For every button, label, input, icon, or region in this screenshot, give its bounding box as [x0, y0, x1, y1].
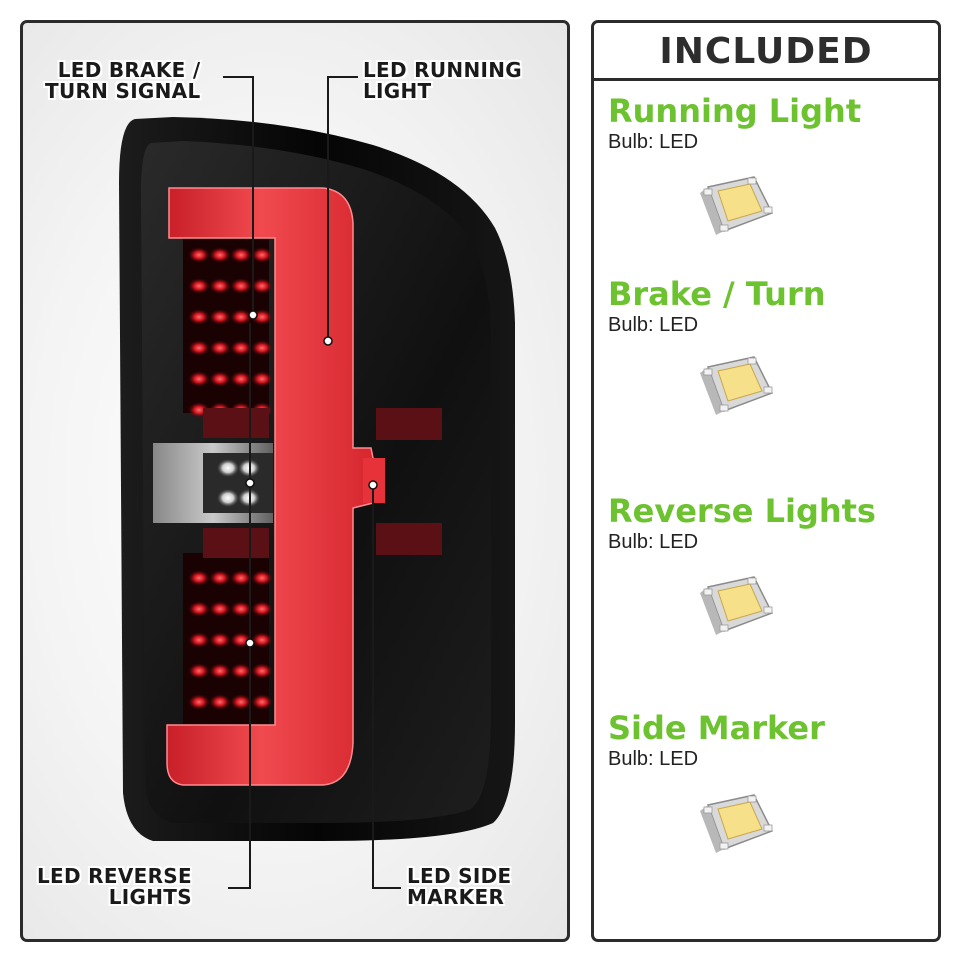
led-chip-icon — [700, 176, 774, 235]
included-item-brake-turn: Brake / Turn Bulb: LED — [608, 276, 938, 336]
callout-running-light: LED RUNNING LIGHT — [363, 60, 522, 102]
bulb-label: Bulb: — [608, 531, 654, 553]
included-item-running-light: Running Light Bulb: LED — [608, 93, 938, 153]
led-dot — [188, 247, 210, 263]
led-dot — [230, 309, 252, 325]
included-item-reverse-lights: Reverse Lights Bulb: LED — [608, 493, 938, 553]
led-dot — [209, 340, 231, 356]
callout-dots — [245, 310, 378, 648]
chip-shape — [700, 794, 774, 853]
led-dot — [209, 632, 231, 648]
callout-side-marker: LED SIDE MARKER — [407, 866, 511, 908]
led-dot — [209, 371, 231, 387]
included-item-side-marker: Side Marker Bulb: LED — [608, 710, 938, 770]
callout-brake-turn-line1: LED BRAKE / — [57, 58, 201, 82]
chip-shape — [700, 576, 774, 635]
led-dot — [230, 663, 252, 679]
callout-reverse-lights: LED REVERSE LIGHTS — [37, 866, 192, 908]
callout-side-marker-line2: MARKER — [407, 885, 505, 909]
tail-light-image — [119, 76, 515, 889]
reverse-led-dot — [217, 459, 239, 477]
led-dot — [230, 371, 252, 387]
led-dot — [188, 309, 210, 325]
bulb-label: Bulb: — [608, 748, 654, 770]
item-name: Reverse Lights — [608, 492, 876, 530]
led-dot — [251, 278, 273, 294]
led-dot — [209, 309, 231, 325]
item-name: Running Light — [608, 92, 862, 130]
bulb-value: LED — [659, 531, 699, 553]
callout-reverse-line1: LED REVERSE — [37, 864, 192, 888]
led-dot — [251, 371, 273, 387]
led-dot — [209, 278, 231, 294]
bulb-value: LED — [659, 314, 699, 336]
chip-shape — [700, 176, 774, 235]
led-dot — [188, 278, 210, 294]
bulb-value: LED — [659, 131, 699, 153]
reflector-top — [376, 408, 442, 440]
led-chip-icon — [700, 794, 774, 853]
led-dot — [230, 340, 252, 356]
running-light-bar — [166, 187, 376, 786]
callout-running-line2: LIGHT — [363, 79, 432, 103]
item-name: Side Marker — [608, 709, 825, 747]
reflector-left-bottom — [203, 528, 269, 558]
led-chip-icon — [700, 576, 774, 635]
led-dot — [188, 601, 210, 617]
led-dot — [251, 632, 273, 648]
led-dot — [188, 371, 210, 387]
item-bulb: Bulb: LED — [608, 531, 938, 553]
led-dot — [251, 340, 273, 356]
callout-side-marker-line1: LED SIDE — [407, 864, 512, 888]
callout-reverse-line2: LIGHTS — [108, 885, 192, 909]
callout-running-line1: LED RUNNING — [363, 58, 522, 82]
bulb-value: LED — [659, 748, 699, 770]
led-dot — [230, 694, 252, 710]
included-title: INCLUDED — [594, 23, 938, 81]
chip-shape — [700, 356, 774, 415]
bulb-label: Bulb: — [608, 314, 654, 336]
item-bulb: Bulb: LED — [608, 131, 938, 153]
item-name: Brake / Turn — [608, 275, 826, 313]
led-dot — [230, 570, 252, 586]
led-dot — [188, 570, 210, 586]
led-dot — [209, 663, 231, 679]
led-dot — [209, 570, 231, 586]
led-dot — [230, 601, 252, 617]
callout-lines — [223, 76, 401, 889]
led-dot — [251, 601, 273, 617]
led-dot — [209, 601, 231, 617]
item-bulb: Bulb: LED — [608, 314, 938, 336]
reflector-bottom — [376, 523, 442, 555]
led-dot — [209, 694, 231, 710]
reverse-led-dot — [217, 489, 239, 507]
led-dot — [188, 632, 210, 648]
led-dot — [230, 278, 252, 294]
led-dot — [251, 694, 273, 710]
led-dot — [188, 694, 210, 710]
led-dot — [209, 247, 231, 263]
led-chip-icon — [700, 356, 774, 415]
reflector-left-top — [203, 408, 269, 438]
product-image-panel: LED BRAKE / TURN SIGNAL LED RUNNING LIGH… — [20, 20, 570, 942]
item-bulb: Bulb: LED — [608, 748, 938, 770]
led-dot — [188, 340, 210, 356]
upper-led-dots — [188, 247, 273, 418]
led-dot — [251, 570, 273, 586]
callout-brake-turn: LED BRAKE / TURN SIGNAL — [45, 60, 201, 102]
led-dot — [251, 247, 273, 263]
callout-brake-turn-line2: TURN SIGNAL — [45, 79, 201, 103]
included-panel: INCLUDED Running Light Bulb: LED Brake /… — [591, 20, 941, 942]
led-dot — [230, 247, 252, 263]
led-dot — [188, 663, 210, 679]
led-dot — [251, 663, 273, 679]
bulb-label: Bulb: — [608, 131, 654, 153]
